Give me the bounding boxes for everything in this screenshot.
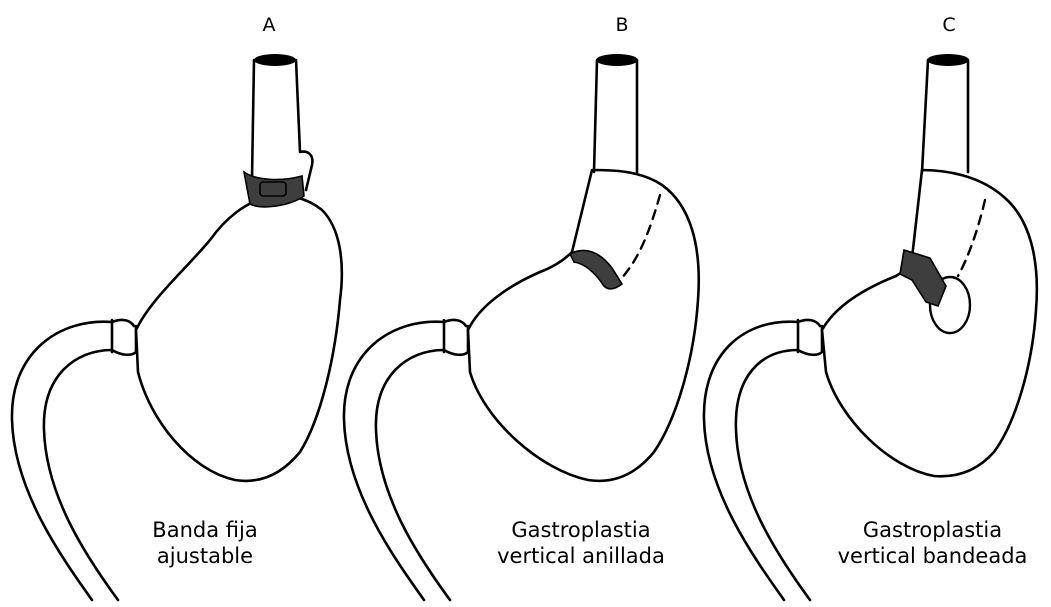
esophagus-a	[252, 60, 312, 190]
intestine-b-outer	[344, 322, 444, 600]
caption-b: Gastroplastia vertical anillada	[476, 517, 686, 569]
intestine-c-inner	[736, 350, 810, 600]
stomach-body-c	[822, 170, 1037, 476]
stomach-body-b	[468, 170, 699, 481]
panel-letter-b: B	[602, 14, 642, 36]
stomach-body-a	[136, 195, 342, 481]
caption-a-line2: ajustable	[110, 543, 300, 569]
intestine-a-outer	[12, 322, 112, 600]
caption-b-line1: Gastroplastia	[476, 517, 686, 543]
panel-letter-a: A	[249, 14, 289, 36]
esophagus-opening-a	[254, 54, 296, 66]
intestine-a-inner	[44, 350, 118, 600]
pylorus-a	[112, 320, 136, 355]
intestine-b-inner	[376, 350, 450, 600]
adjustable-band-a	[244, 172, 304, 207]
esophagus-opening-c	[927, 54, 969, 66]
caption-c-line1: Gastroplastia	[820, 517, 1045, 543]
caption-b-line2: vertical anillada	[476, 543, 686, 569]
pylorus-b	[444, 320, 468, 355]
panel-letter-c: C	[929, 14, 969, 36]
caption-a: Banda fija ajustable	[110, 517, 300, 569]
pylorus-c	[798, 320, 822, 355]
intestine-c-outer	[704, 322, 798, 600]
caption-c: Gastroplastia vertical bandeada	[820, 517, 1045, 569]
esophagus-b	[594, 60, 637, 172]
caption-c-line2: vertical bandeada	[820, 543, 1045, 569]
esophagus-opening-b	[596, 54, 638, 66]
esophagus-c	[922, 60, 968, 172]
caption-a-line1: Banda fija	[110, 517, 300, 543]
